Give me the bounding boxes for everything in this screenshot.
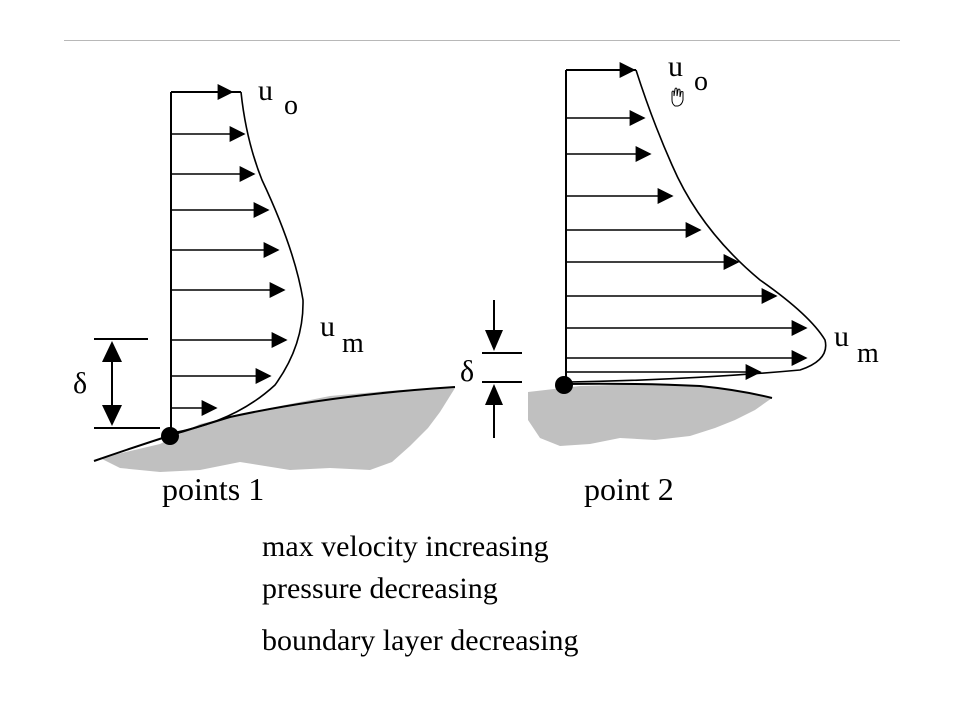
- profile-1: δ u o u m points 1: [73, 74, 456, 507]
- uo-2-subscript: o: [694, 66, 708, 97]
- delta-2-arrow-up: [485, 384, 503, 405]
- velocity-arrows-1: [171, 84, 288, 416]
- um-1-symbol: u: [320, 310, 335, 343]
- um-2-symbol: u: [834, 320, 849, 353]
- delta-1-arrow-up: [102, 341, 122, 362]
- uo-2-symbol: u: [668, 50, 683, 83]
- caption-line-1: max velocity increasing: [262, 530, 549, 563]
- uo-1-symbol: u: [258, 74, 273, 107]
- point-1-marker: [161, 427, 179, 445]
- um-1-subscript: m: [342, 328, 364, 359]
- profile-2-curve: [567, 69, 827, 383]
- top-rule: [64, 40, 900, 41]
- velocity-arrows-2: [566, 62, 808, 380]
- ground-1: [100, 388, 455, 472]
- delta-2-label: δ: [460, 355, 474, 388]
- uo-1-subscript: o: [284, 90, 298, 121]
- profile-1-curve: [171, 91, 304, 434]
- caption-line-2: pressure decreasing: [262, 572, 498, 605]
- hand-cursor-icon: [671, 87, 684, 107]
- profile-2: δ u o u m point 2: [460, 50, 879, 507]
- um-2-subscript: m: [857, 338, 879, 369]
- delta-1-label: δ: [73, 367, 87, 400]
- point-2-marker: [555, 376, 573, 394]
- surface-line-2: [561, 382, 773, 399]
- point-2-label: point 2: [584, 471, 674, 507]
- point-1-label: points 1: [162, 471, 264, 507]
- caption-line-3: boundary layer decreasing: [262, 624, 579, 657]
- surface-line-1: [93, 386, 456, 462]
- ground-2: [528, 384, 772, 446]
- delta-1-arrow-down: [102, 405, 122, 426]
- delta-2-arrow-down: [485, 330, 503, 351]
